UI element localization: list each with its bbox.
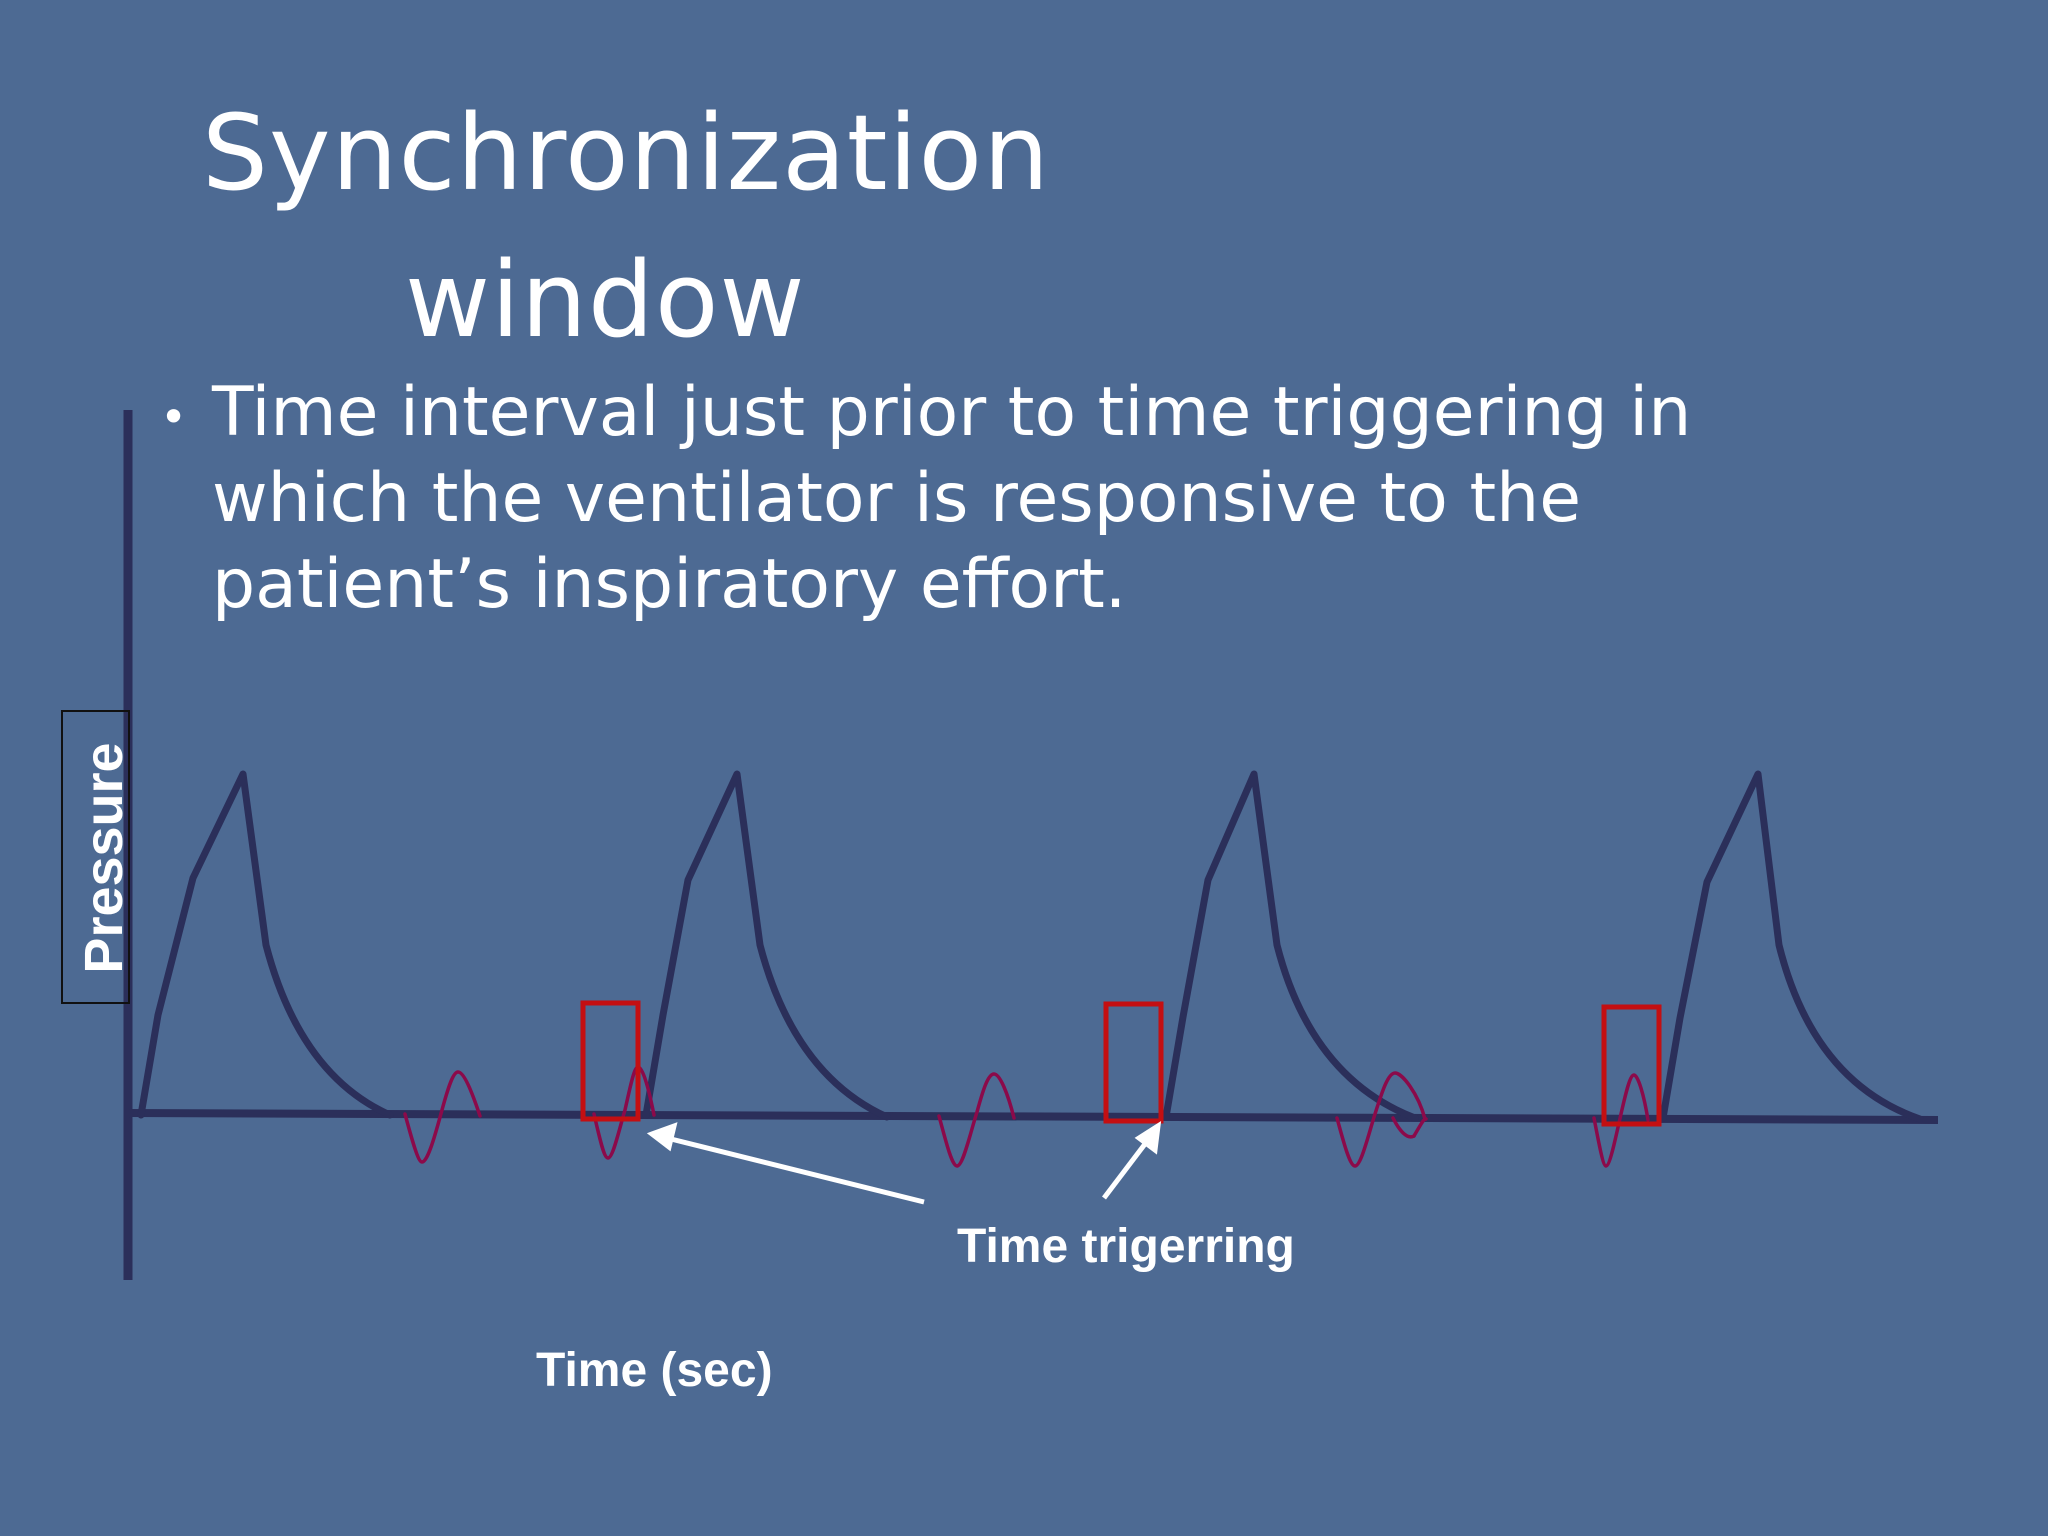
pressure-breath-2 bbox=[642, 770, 891, 1121]
arrow-line-1 bbox=[666, 1135, 925, 1205]
patient-effort-wave-3 bbox=[937, 1072, 1016, 1168]
patient-effort-wave-2 bbox=[592, 1065, 656, 1160]
bullet-text: Time interval just prior to time trigger… bbox=[212, 373, 1692, 624]
arrow-line-2 bbox=[1102, 1138, 1150, 1200]
patient-effort-wave-4 bbox=[1335, 1071, 1427, 1168]
x-axis bbox=[127, 1109, 1939, 1124]
slide-title-line1: Synchronization bbox=[202, 92, 1051, 214]
sync-window-3 bbox=[1601, 1004, 1662, 1127]
pressure-curve bbox=[137, 770, 1924, 1123]
patient-effort-wave-7 bbox=[1412, 1117, 1428, 1138]
patient-effort-wave-6 bbox=[1391, 1116, 1416, 1139]
slide-title-line2: window bbox=[405, 239, 806, 361]
arrow-head-2 bbox=[1134, 1121, 1162, 1155]
patient-effort bbox=[403, 1065, 1650, 1168]
annotation-label: Time trigerring bbox=[957, 1220, 1295, 1273]
pressure-breath-4 bbox=[1659, 770, 1924, 1123]
annotation-arrows bbox=[646, 1121, 1162, 1205]
sync-windows bbox=[580, 1000, 1662, 1127]
y-axis-label-box bbox=[61, 710, 130, 1004]
pressure-breath-3 bbox=[1162, 770, 1419, 1122]
sync-window-1 bbox=[580, 1000, 641, 1122]
patient-effort-wave-5 bbox=[1592, 1073, 1650, 1168]
patient-effort-wave-1 bbox=[403, 1070, 482, 1164]
sync-window-2 bbox=[1103, 1001, 1164, 1124]
x-axis-label: Time (sec) bbox=[536, 1344, 773, 1397]
bullet-dot: • bbox=[160, 390, 188, 444]
pressure-breath-1 bbox=[137, 770, 394, 1119]
y-axis-label: Pressure bbox=[74, 742, 134, 973]
arrow-head-1 bbox=[646, 1122, 678, 1152]
